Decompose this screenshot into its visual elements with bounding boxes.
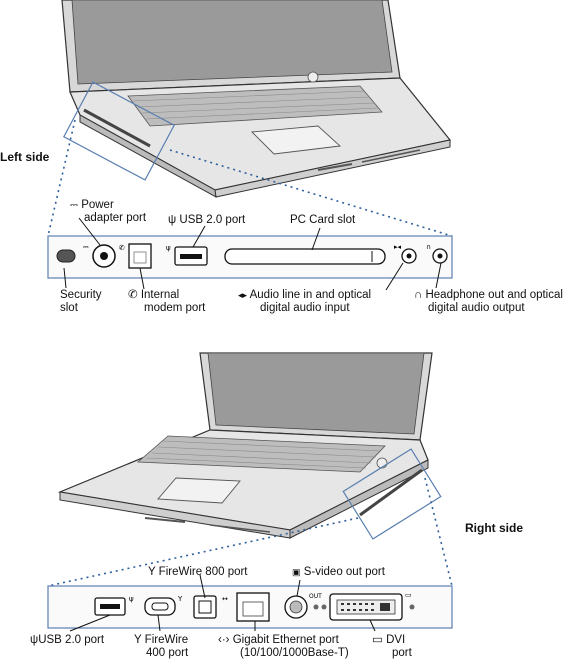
usb-port-label-left: ψ USB 2.0 port: [168, 214, 246, 226]
modem-port: [128, 243, 152, 269]
firewire400-label: Y FireWire 400 port: [134, 634, 189, 659]
headphone-label: ∩ Headphone out and optical digital audi…: [414, 289, 563, 314]
svg-text:↔: ↔: [222, 595, 228, 603]
svideo-icon: ▣: [292, 567, 301, 577]
right-dotted-connector: [47, 517, 359, 587]
right-side-title: Right side: [465, 521, 524, 535]
svg-text:Y: Y: [177, 595, 183, 603]
right-dotted-connector: [424, 477, 453, 587]
right-callout-frame: [342, 448, 442, 540]
ethernet-port: [236, 592, 270, 622]
usb-port-label-right: ψUSB 2.0 port: [30, 634, 105, 646]
svg-text:⎓: ⎓: [83, 243, 89, 251]
laptop-bottom: [57, 352, 433, 539]
headphone-icon: ∩: [414, 289, 423, 301]
ethernet-icon: ‹·›: [218, 634, 230, 646]
security-slot-label: Security slot: [60, 289, 102, 314]
firewire800-label: Y FireWire 800 port: [148, 566, 248, 578]
usb-icon: ψ: [30, 634, 39, 646]
laptop-top: [61, 0, 452, 198]
ethernet-label: ‹·› Gigabit Ethernet port (10/100/1000Ba…: [218, 634, 349, 659]
dvi-icon: ▭: [372, 634, 383, 646]
left-dotted-connector: [47, 119, 76, 237]
svideo-label: ▣ S-video out port: [292, 566, 385, 578]
svg-text:▭: ▭: [405, 591, 412, 599]
firewire-icon: Y: [148, 566, 156, 578]
svg-text:ψ: ψ: [166, 244, 171, 252]
security-slot: [56, 249, 76, 263]
svg-text:✆: ✆: [119, 244, 125, 252]
left-side-title: Left side: [0, 150, 50, 164]
right-port-panel: ψ Y ↔ OUT ▭: [47, 585, 453, 629]
left-port-panel: ⎓ ✆ ψ ▸◂ ∩: [47, 235, 453, 279]
left-dotted-connector: [169, 149, 453, 237]
power-port-label: ⎓ Power adapter port: [70, 199, 147, 224]
svg-text:▸◂: ▸◂: [394, 243, 402, 251]
svg-text:∩: ∩: [426, 243, 431, 251]
usb-icon: ψ: [168, 214, 177, 226]
audio-in-icon: ◂▸: [238, 290, 248, 300]
dvi-label: ▭ DVI port: [372, 634, 412, 659]
modem-port-label: ✆ Internal modem port: [128, 289, 206, 314]
left-callout-frame: [63, 81, 175, 181]
power-icon: ⎓: [70, 200, 78, 211]
svg-text:OUT: OUT: [309, 593, 322, 600]
svg-text:ψ: ψ: [129, 595, 134, 603]
modem-icon: ✆: [128, 289, 138, 301]
firewire-icon: Y: [134, 634, 142, 646]
pc-card-label: PC Card slot: [290, 214, 356, 226]
pc-card-slot: [224, 248, 386, 265]
audio-in-label: ◂▸ Audio line in and optical digital aud…: [238, 289, 372, 314]
